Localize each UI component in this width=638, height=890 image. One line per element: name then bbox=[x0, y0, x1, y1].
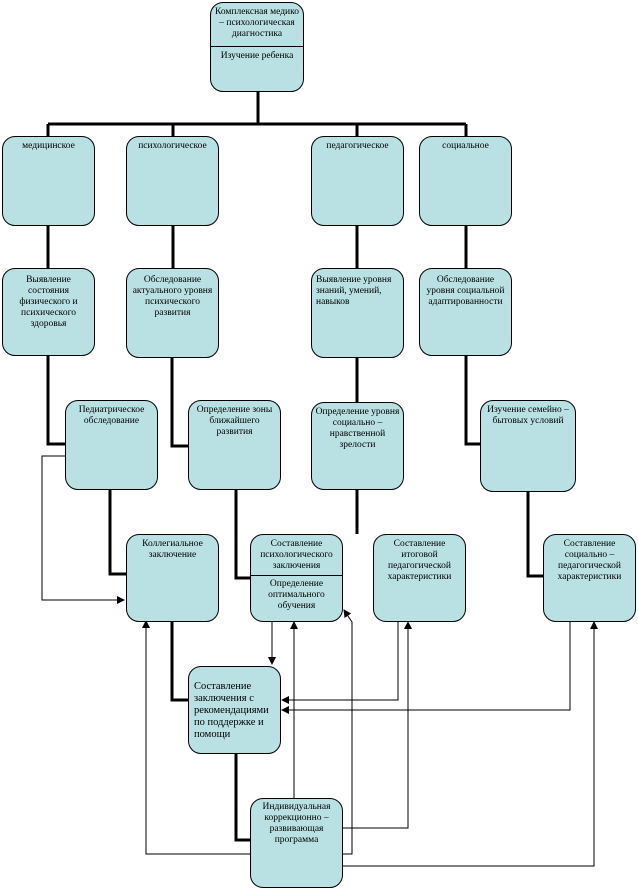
node-program-label: Индивидуальная коррекционно – развивающа… bbox=[262, 802, 331, 845]
node-health-assessment-label: Выявление состояния физического и психич… bbox=[19, 275, 78, 329]
node-social-adaptation: Обследование уровня социальной адаптиров… bbox=[419, 268, 512, 356]
arrow-lines bbox=[41, 455, 598, 867]
node-social-report-label: Составление социально – педагогической х… bbox=[557, 539, 622, 582]
root-node: Комплексная медико – психологическая диа… bbox=[210, 2, 304, 92]
node-collegial-conclusion-label: Коллегиальное заключение bbox=[142, 539, 203, 560]
node-moral-maturity-label: Определение уровня социально – нравствен… bbox=[315, 407, 400, 450]
root-subtitle: Изучение ребенка bbox=[220, 51, 294, 61]
hierarchy-lines bbox=[46, 90, 543, 842]
node-family-conditions-label: Изучение семейно – бытовых условий bbox=[487, 405, 569, 426]
node-pedagogical-report: Составление итоговой педагогической хара… bbox=[373, 534, 466, 622]
node-development-survey-label: Обследование актуального уровня психичес… bbox=[132, 275, 213, 318]
node-development-survey: Обследование актуального уровня психичес… bbox=[126, 268, 219, 358]
root-title: Комплексная медико – психологическая диа… bbox=[214, 7, 300, 39]
node-collegial-conclusion: Коллегиальное заключение bbox=[126, 534, 219, 622]
node-social-adaptation-label: Обследование уровня социальной адаптиров… bbox=[426, 275, 505, 307]
node-health-assessment: Выявление состояния физического и психич… bbox=[2, 268, 95, 356]
node-medical: медицинское bbox=[2, 136, 95, 226]
node-psych-report-sub: Определение оптимального обучения bbox=[268, 579, 325, 611]
node-family-conditions: Изучение семейно – бытовых условий bbox=[480, 400, 576, 492]
node-social: социальное bbox=[419, 136, 512, 226]
root-divider bbox=[211, 46, 303, 47]
node-social-report: Составление социально – педагогической х… bbox=[543, 534, 636, 622]
node-pediatric-exam: Педиатрическое обследование bbox=[65, 400, 158, 490]
node-knowledge-level: Выявление уровня знаний, умений, навыков bbox=[311, 268, 404, 358]
node-pediatric-exam-label: Педиатрическое обследование bbox=[78, 405, 145, 426]
node-medical-label: медицинское bbox=[22, 141, 75, 151]
node-psych-report-title: Составление психологического заключения bbox=[260, 539, 333, 571]
node-moral-maturity: Определение уровня социально – нравствен… bbox=[311, 402, 404, 490]
node-recommendations: Составление заключения с рекомендациями … bbox=[188, 666, 281, 754]
node-pedagogical-report-label: Составление итоговой педагогической хара… bbox=[387, 539, 452, 582]
node-pedagogical-label: педагогическое bbox=[326, 141, 389, 151]
node-proximal-zone: Определение зоны ближайшего развития bbox=[188, 400, 281, 490]
node-psych-report: Составление психологического заключения … bbox=[250, 534, 343, 622]
node-pedagogical: педагогическое bbox=[311, 136, 404, 226]
node-proximal-zone-label: Определение зоны ближайшего развития bbox=[196, 405, 273, 437]
node-recommendations-label: Составление заключения с рекомендациями … bbox=[194, 681, 269, 740]
node-social-label: социальное bbox=[442, 141, 489, 151]
node-psych-report-divider bbox=[251, 575, 342, 576]
node-program: Индивидуальная коррекционно – развивающа… bbox=[250, 798, 343, 888]
node-knowledge-level-label: Выявление уровня знаний, умений, навыков bbox=[316, 275, 392, 307]
node-psychological-label: психологическое bbox=[138, 141, 207, 151]
node-psychological: психологическое bbox=[126, 136, 219, 226]
